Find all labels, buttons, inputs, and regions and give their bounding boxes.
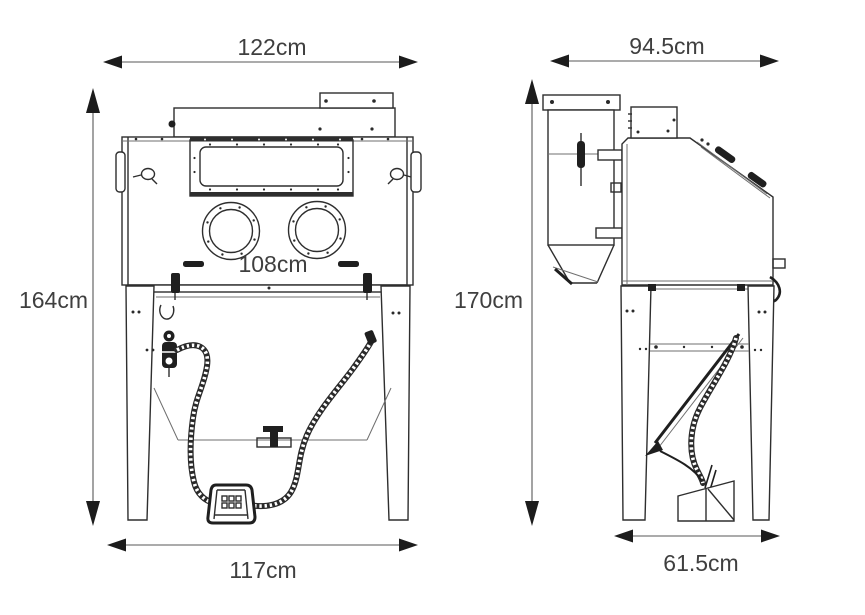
viewing-window — [189, 137, 354, 197]
gun-nozzle-icon — [645, 441, 663, 456]
side-bottom-depth-label: 61.5cm — [663, 550, 738, 576]
side-view: 94.5cm 170cm 61.5cm — [454, 33, 786, 576]
cross-brace — [638, 343, 763, 352]
duct-upper — [597, 149, 623, 161]
arrowhead-left-icon — [550, 54, 569, 68]
collector-handle — [577, 141, 585, 168]
arrowhead-right-icon — [399, 538, 418, 552]
hopper-front — [153, 387, 392, 448]
legs-front — [125, 285, 411, 521]
front-inner-width-label: 108cm — [238, 251, 307, 277]
side-top-depth-label: 94.5cm — [629, 33, 704, 59]
foot-pedal-front — [206, 483, 257, 525]
blast-gun — [162, 330, 177, 377]
front-bottom-width-label: 117cm — [229, 557, 296, 583]
front-top-width-label: 122cm — [237, 34, 306, 60]
air-hose-right — [246, 330, 377, 510]
air-hose-side — [659, 335, 739, 491]
side-dim-bottom-depth: 61.5cm — [614, 529, 780, 576]
lid-latch-right — [387, 167, 412, 185]
hook-ring-icon — [159, 304, 175, 320]
legs-side — [620, 284, 775, 521]
lid-bolt-icon — [168, 120, 176, 128]
lid-latch-left — [132, 167, 158, 185]
glove-port-right — [287, 200, 347, 260]
arrowhead-left-icon — [107, 538, 126, 552]
dust-collector — [542, 94, 623, 286]
hose-coupler-icon — [364, 330, 377, 345]
front-height-label: 164cm — [19, 287, 88, 313]
arrowhead-down-icon — [525, 501, 539, 526]
pedal-grid-icon — [221, 495, 242, 509]
foot-pedal-side — [677, 480, 735, 522]
glove-port-left — [201, 201, 261, 261]
arrowhead-right-icon — [760, 54, 779, 68]
door-strut — [696, 138, 771, 199]
duct-lower — [595, 227, 623, 239]
arrowhead-down-icon — [86, 501, 100, 526]
arrowhead-up-icon — [525, 79, 539, 104]
front-view: 122cm 164cm 117cm — [19, 34, 422, 583]
handle-slots — [183, 261, 359, 267]
front-dim-top-width: 122cm — [103, 34, 418, 69]
exhaust-box — [319, 92, 394, 109]
front-dim-height: 164cm — [19, 88, 100, 526]
side-dim-top-depth: 94.5cm — [550, 33, 779, 68]
side-height-label: 170cm — [454, 287, 523, 313]
arrowhead-left-icon — [614, 529, 633, 543]
arrowhead-up-icon — [86, 88, 100, 113]
side-seal-right — [410, 151, 422, 193]
arrowhead-right-icon — [399, 55, 418, 69]
top-lid-panel — [168, 92, 396, 138]
side-dim-height: 170cm — [454, 79, 539, 526]
cabinet-side-body — [621, 106, 786, 303]
collector-hopper — [547, 244, 615, 286]
motor-box — [628, 106, 678, 139]
side-seal-left — [115, 151, 126, 193]
door-hinges — [159, 273, 372, 320]
air-hose-left — [174, 342, 217, 506]
drain-valve — [263, 426, 283, 432]
front-dim-bottom-width: 117cm — [107, 538, 418, 583]
arrowhead-left-icon — [103, 55, 122, 69]
window-glass — [199, 146, 344, 187]
arrowhead-right-icon — [761, 529, 780, 543]
duct-bracket — [610, 182, 622, 193]
